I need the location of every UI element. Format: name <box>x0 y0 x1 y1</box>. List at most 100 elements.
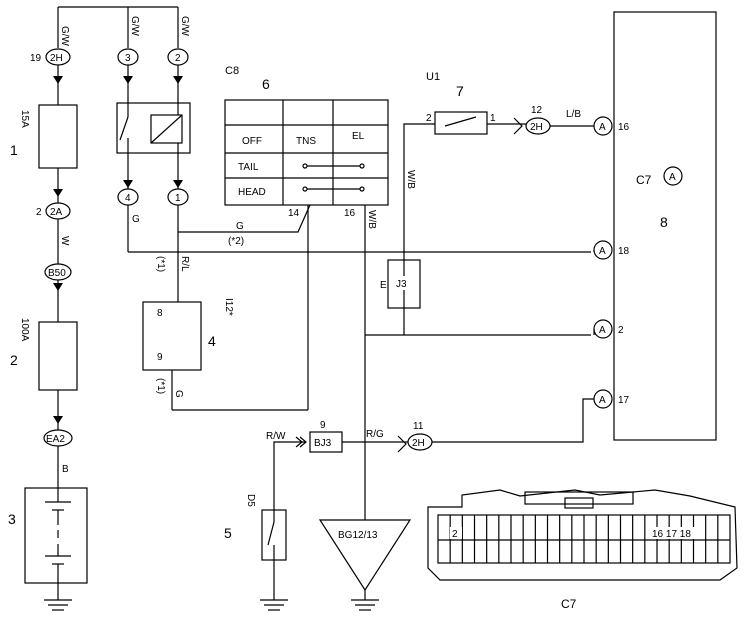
callout-3: 3 <box>8 511 16 527</box>
switch-head: HEAD <box>238 187 266 198</box>
module-a-marker-label: A <box>669 172 676 183</box>
module-a-marker <box>663 166 683 186</box>
joint-label-bg <box>395 276 415 290</box>
pin-a-17-label: A <box>599 395 606 406</box>
connector-2a-label: 2A <box>50 207 63 218</box>
pin-a-16 <box>593 116 613 136</box>
ground-bg-label: BG12/13 <box>338 530 378 541</box>
terminal-arrow <box>53 189 63 197</box>
relay-coil <box>150 114 183 144</box>
switch-u1 <box>434 111 488 135</box>
switch-tail: TAIL <box>238 162 259 173</box>
switch-node <box>359 186 365 192</box>
joint-j3-label: J3 <box>396 279 407 290</box>
switch-node <box>302 186 308 192</box>
terminal-arrow <box>513 117 523 135</box>
connector-c7-shell <box>427 489 738 581</box>
connector-2h-top-label: 2H <box>50 53 63 64</box>
wire-rw <box>273 441 306 510</box>
callout-4: 4 <box>208 333 216 349</box>
switch-u1-contact <box>444 116 477 127</box>
pin-2: 2 <box>175 53 181 64</box>
connector-c8: C8 <box>225 65 239 77</box>
switch-off: OFF <box>242 136 262 147</box>
callout-1: 1 <box>10 142 18 158</box>
ground-triangle <box>318 519 412 592</box>
pin-2-left: 2 <box>36 207 42 218</box>
wire-label-rw: R/W <box>266 431 286 442</box>
wire-g-14 <box>178 204 311 233</box>
pin-a-18-label: A <box>599 246 606 257</box>
module-c7-label: C7 <box>636 173 652 187</box>
wire-label-wb-2: W/B <box>405 170 416 189</box>
pin-label-bg <box>652 527 700 539</box>
wire-label-g-1: G <box>132 214 140 225</box>
pin-3: 3 <box>125 53 131 64</box>
wire-label-gw-2: G/W <box>129 16 140 37</box>
wire-rg-a17 <box>432 398 594 443</box>
pin-12: 12 <box>531 105 543 116</box>
wire-label-gw-3: G/W <box>179 16 190 37</box>
label-d5: D5 <box>245 494 256 507</box>
connector-bj3-label: BJ3 <box>314 438 332 449</box>
connector-b50-label: B50 <box>48 268 66 279</box>
pin-9-bj3: 9 <box>320 420 326 431</box>
terminal-arrow <box>397 435 407 453</box>
pin-a-2-label: A <box>599 325 606 336</box>
pin-a-16-label: A <box>599 122 606 133</box>
wire-label-wb-1: W/B <box>366 210 377 229</box>
wire-label-g-2: G <box>236 221 244 232</box>
connector-u1: U1 <box>426 71 440 83</box>
pin-17: 17 <box>618 395 630 406</box>
pin-8: 8 <box>157 308 163 319</box>
note-star1-b: (*1) <box>155 378 166 394</box>
callout-2: 2 <box>10 352 18 368</box>
pin-1-u1: 1 <box>490 113 496 124</box>
connector-ea2-label: EA2 <box>46 434 65 445</box>
wire-label-rg: R/G <box>366 429 384 440</box>
fuse-15a <box>38 104 78 169</box>
wire-label-lb: L/B <box>566 109 581 120</box>
fuse-15a-label: 15A <box>19 110 30 128</box>
relay-box <box>116 102 191 154</box>
pin-14: 14 <box>288 208 300 219</box>
c7-pin-2: 2 <box>452 529 458 540</box>
pin-4: 4 <box>125 193 131 204</box>
relay-coil-diag <box>150 114 183 144</box>
pin-label-bg <box>450 527 462 539</box>
wire-label-b: B <box>62 464 69 475</box>
pin-1: 1 <box>175 193 181 204</box>
connector-c7-latch <box>524 491 634 505</box>
switch-el: EL <box>352 131 365 142</box>
wire-label-g-3: G <box>173 390 184 398</box>
connector-c7-pin-grid <box>449 515 719 563</box>
callout-5: 5 <box>224 525 232 541</box>
callout-8: 8 <box>660 214 668 230</box>
switch-tns: TNS <box>296 136 316 147</box>
callout-7: 7 <box>456 83 464 99</box>
switch-node <box>302 163 308 169</box>
wire-label-gw-1: G/W <box>59 26 70 47</box>
component-i12 <box>142 301 202 371</box>
callout-6: 6 <box>262 76 270 92</box>
wire-label-rl: R/L <box>179 256 190 272</box>
pin-9: 9 <box>157 352 163 363</box>
connector-2h-u1-label: 2H <box>530 122 543 133</box>
note-star1-a: (*1) <box>155 256 166 272</box>
pin-2-c7: 2 <box>618 325 624 336</box>
terminal-arrow <box>123 180 133 188</box>
pin-16-c8: 16 <box>344 208 356 219</box>
connector-c7-caption: C7 <box>561 597 577 611</box>
note-star2: (*2) <box>228 236 244 247</box>
pin-16: 16 <box>618 122 630 133</box>
pin-18: 18 <box>618 246 630 257</box>
c7-pin-16-17-18: 16 17 18 <box>652 529 691 540</box>
pin-2-u1: 2 <box>426 113 432 124</box>
label-i12: I12* <box>223 298 234 316</box>
fuse-100a-label: 100A <box>19 318 30 342</box>
connector-bj3 <box>309 431 343 453</box>
terminal-arrow <box>173 180 183 188</box>
switch-d5-contact <box>267 521 275 546</box>
